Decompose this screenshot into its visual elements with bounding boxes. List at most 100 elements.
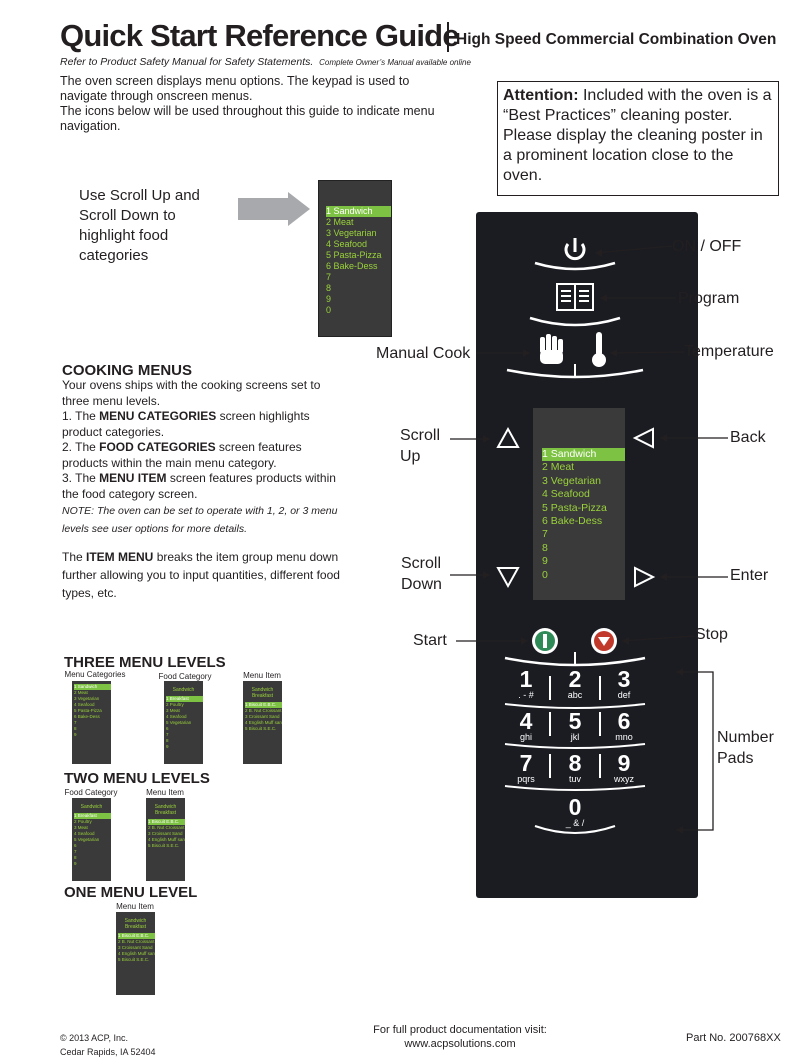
documentation-note: For full product documentation visit: ww… [345,1023,575,1051]
power-icon[interactable] [564,238,586,261]
menu-item[interactable]: 1 Biscuit E.B.C. [148,819,185,825]
menu-item[interactable]: 2 Poultry [74,819,92,824]
menu-item[interactable]: 1 Sandwich [326,206,391,217]
menu-item[interactable]: 1 Breakfast [166,696,203,702]
menu-item[interactable]: 2 B. Nut Croissant [148,825,185,830]
documentation-link[interactable]: www.acpsolutions.com [404,1038,516,1050]
menu-item[interactable]: 3 Croissant Sand [118,945,153,950]
callout-arrowheads [483,249,683,834]
menu-item[interactable]: 7 [74,720,77,725]
menu-item[interactable]: 6 Bake-Dess [74,714,100,719]
label-scroll-up: Scroll Up [400,427,441,465]
menu-item[interactable]: 5 Pasta-Pizza [542,501,607,514]
menu-item[interactable]: 2 Poultry [166,702,184,707]
scroll-down-icon[interactable] [496,567,520,589]
arrow-right-icon [238,198,288,220]
menu-item[interactable]: 1 Sandwich [542,448,625,462]
key-1[interactable]: 1. - # [518,666,534,701]
menu-item[interactable]: 1 Biscuit E.B.C. [118,933,155,939]
menu-item[interactable]: 3 Meat [74,825,88,830]
menu-item[interactable]: 4 Seafood [326,239,368,249]
menu-item[interactable]: 5 Biscuit S.E.C. [245,726,277,731]
menu-item[interactable]: 5 Pasta-Pizza [74,708,102,713]
menu-item[interactable]: 1 Sandwich [74,684,111,690]
menu-item[interactable]: 5 Vegetarian [74,837,100,842]
menu-item[interactable]: 6 Bake-Dess [542,515,603,528]
label-back: Back [730,429,766,446]
menu-item[interactable]: 5 Pasta-Pizza [326,250,382,260]
menu-item[interactable]: 9 [74,732,77,737]
enter-icon[interactable] [634,566,656,588]
menu-item[interactable]: 6 [166,726,169,731]
menu-item[interactable]: 5 Vegetarian [166,720,192,725]
menu-item[interactable]: 8 [326,283,332,293]
menu-item[interactable]: 8 [166,738,169,743]
menu-item[interactable]: 4 English Muff san [148,837,185,842]
menu-item[interactable]: 6 [74,843,77,848]
page-title: Quick Start Reference Guide [60,18,460,53]
menu-item[interactable]: 1 Breakfast [74,813,111,819]
back-icon[interactable] [632,427,654,449]
menu-item[interactable]: 9 [166,744,169,749]
label-on-off: ON / OFF [672,238,742,255]
menu-item[interactable]: 9 [326,294,332,304]
thermometer-icon[interactable] [592,332,606,367]
menu-item[interactable]: 4 English Muff san [118,951,155,956]
menu-item[interactable]: 8 [74,726,77,731]
menu-item[interactable]: 0 [326,305,332,315]
menu-item[interactable]: 3 Vegetarian [542,474,601,487]
copyright: © 2013 ACP, Inc. [60,1033,129,1043]
scroll-up-icon[interactable] [496,426,520,448]
menu-item[interactable]: 3 Meat [166,708,180,713]
book-icon[interactable] [556,283,594,311]
menu-item[interactable]: 4 English Muff san [245,720,282,725]
menu-item[interactable]: 2 Meat [542,461,575,474]
menu-item[interactable]: 0 [542,568,548,581]
cooking-menus-text: Your ovens ships with the cooking screen… [62,378,342,538]
menu-item[interactable]: 7 [74,849,77,854]
menu-item[interactable]: 9 [74,861,77,866]
hand-icon[interactable] [540,334,563,364]
menu-item[interactable]: 7 [326,272,332,282]
menu-item[interactable]: 3 Croissant Sand [148,831,183,836]
menu-item[interactable]: 3 Vegetarian [74,696,100,701]
menu-item[interactable]: 8 [542,541,548,554]
menu-item[interactable]: 7 [542,528,548,541]
menu-item[interactable]: 7 [166,732,169,737]
menu-item[interactable]: 5 Biscuit S.E.C. [148,843,180,848]
menu-item[interactable]: 3 Croissant Sand [245,714,280,719]
three-levels-heading: THREE MENU LEVELS [64,654,226,671]
address: Cedar Rapids, IA 52404 [60,1047,156,1057]
stop-button[interactable] [591,628,617,654]
menu-item[interactable]: 8 [74,855,77,860]
menu-item[interactable]: 4 Seafood [166,714,187,719]
menu-item[interactable]: 5 Biscuit S.E.C. [118,957,150,962]
label-program: Program [678,290,740,307]
menu-item[interactable]: 1 Biscuit E.B.C. [245,702,282,708]
menu-item[interactable]: 4 Seafood [74,702,95,707]
menu-item[interactable]: 2 Meat [74,690,88,695]
menu-item[interactable]: 2 B. Nut Croissant [245,708,282,713]
menu-item[interactable]: 2 B. Nut Croissant [118,939,155,944]
menu-item[interactable]: 2 Meat [326,217,354,227]
menu-item[interactable]: 4 Seafood [74,831,95,836]
key-0[interactable]: 0_ & / [565,794,585,829]
menu-item[interactable]: 6 Bake-Dess [326,261,378,271]
menu-item[interactable]: 4 Seafood [542,488,590,501]
scroll-note: Use Scroll Up and Scroll Down to highlig… [79,187,200,264]
menu-item[interactable]: 3 Vegetarian [326,228,377,238]
menu-item[interactable]: 9 [542,555,548,568]
start-button[interactable] [532,628,558,654]
cooking-note: NOTE: The oven can be set to operate wit… [62,505,338,535]
